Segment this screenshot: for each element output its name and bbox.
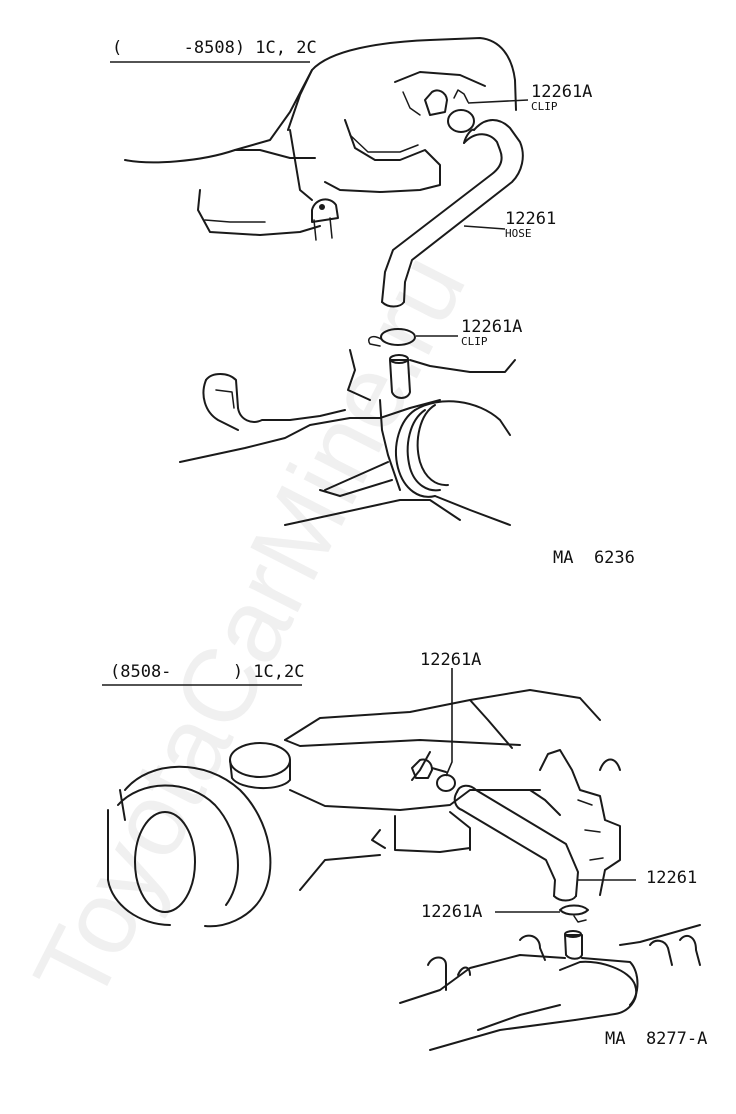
top-hose-illustration	[381, 119, 524, 308]
bottom-engine-illustration	[107, 689, 621, 928]
top-diagram: ( -8508) 1C, 2C	[110, 37, 635, 568]
top-upper-clip-ring-icon	[447, 109, 475, 133]
bottom-hose-illustration	[453, 784, 579, 902]
top-callout-clip-lower-desc: CLIP	[461, 335, 488, 348]
top-callout-clip-upper-part: 12261A	[531, 82, 592, 102]
bottom-diagram: (8508- ) 1C,2C	[102, 650, 707, 1051]
top-leader-hose	[463, 225, 506, 230]
top-engine-block-illustration	[179, 349, 516, 526]
watermark: ToyotaCarMine.ru	[12, 236, 488, 1020]
top-figure-code: MA 6236	[553, 548, 635, 568]
bottom-upper-clip-ring-icon	[436, 774, 456, 792]
bottom-heading: (8508- ) 1C,2C	[110, 662, 304, 682]
bottom-callout-hose-part: 12261	[646, 868, 697, 888]
bottom-leader-clip-upper	[445, 668, 453, 777]
bottom-callout-clip-lower-part: 12261A	[421, 902, 482, 922]
bottom-lower-clip	[559, 904, 589, 923]
top-lower-clip	[368, 328, 416, 347]
top-upper-fitting	[424, 89, 475, 133]
bottom-figure-code: MA 8277-A	[605, 1029, 707, 1049]
top-heading: ( -8508) 1C, 2C	[112, 38, 317, 58]
top-leader-clip-upper	[467, 99, 529, 104]
top-callout-hose-part: 12261	[505, 209, 556, 229]
bottom-intake-illustration	[399, 924, 701, 1051]
bottom-callout-clip-upper-part: 12261A	[420, 650, 481, 670]
top-engine-cover-illustration	[124, 37, 517, 241]
top-callout-clip-upper-desc: CLIP	[531, 100, 558, 113]
cover-cap-dot	[319, 204, 325, 210]
top-callout-hose-desc: HOSE	[505, 227, 532, 240]
top-lower-clip-ring-icon	[380, 328, 416, 346]
top-callout-clip-lower-part: 12261A	[461, 317, 522, 337]
bottom-upper-fitting	[411, 758, 456, 792]
